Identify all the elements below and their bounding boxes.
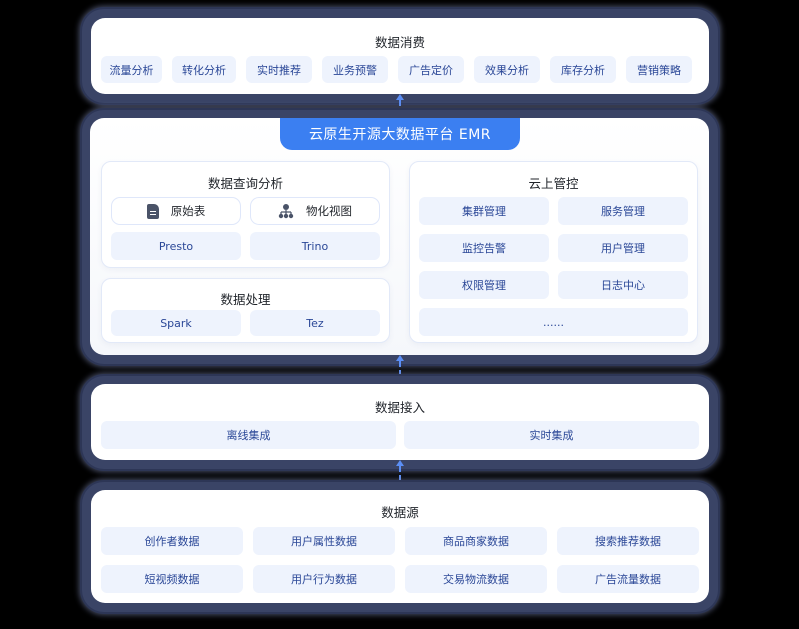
consumption-item[interactable]: 营销策略 — [626, 56, 692, 83]
engine-trino[interactable]: Trino — [250, 232, 380, 260]
cloud-management-panel: 云上管控 集群管理 服务管理 监控告警 用户管理 权限管理 日志中心 .....… — [409, 161, 698, 343]
platform-title: 云原生开源大数据平台 EMR — [280, 118, 520, 150]
cloud-item-permissions[interactable]: 权限管理 — [419, 271, 549, 299]
cloud-management-title: 云上管控 — [528, 176, 579, 191]
ingestion-item-offline[interactable]: 离线集成 — [101, 421, 396, 449]
consumption-item[interactable]: 业务预警 — [322, 56, 388, 83]
consumption-item[interactable]: 实时推荐 — [246, 56, 312, 83]
source-item[interactable]: 创作者数据 — [101, 527, 243, 555]
flow-arrow-up — [395, 355, 404, 385]
engine-tez[interactable]: Tez — [250, 310, 380, 336]
data-processing-panel: 数据处理 Spark Tez — [101, 278, 390, 343]
query-analysis-title: 数据查询分析 — [207, 176, 283, 191]
engine-spark[interactable]: Spark — [111, 310, 241, 336]
consumption-item[interactable]: 库存分析 — [550, 56, 616, 83]
engine-presto[interactable]: Presto — [111, 232, 241, 260]
sources-title: 数据源 — [381, 505, 419, 520]
source-item[interactable]: 搜索推荐数据 — [557, 527, 699, 555]
materialized-view-label: 物化视图 — [306, 204, 352, 218]
source-item[interactable]: 交易物流数据 — [405, 565, 547, 593]
hierarchy-icon — [278, 203, 294, 218]
consumption-item[interactable]: 转化分析 — [172, 56, 236, 83]
cloud-item-more[interactable]: ...... — [419, 308, 688, 336]
consumption-item[interactable]: 广告定价 — [398, 56, 464, 83]
cloud-item-monitoring[interactable]: 监控告警 — [419, 234, 549, 262]
ingestion-layer: 数据接入 离线集成 实时集成 — [91, 384, 709, 460]
flow-arrow-up — [395, 460, 404, 490]
cloud-item-cluster[interactable]: 集群管理 — [419, 197, 549, 225]
source-item[interactable]: 广告流量数据 — [557, 565, 699, 593]
cloud-item-service[interactable]: 服务管理 — [558, 197, 688, 225]
cloud-item-logs[interactable]: 日志中心 — [558, 271, 688, 299]
source-item[interactable]: 短视频数据 — [101, 565, 243, 593]
query-analysis-panel: 数据查询分析 原始表 物化视图 Presto Trino — [101, 161, 390, 268]
raw-table-button[interactable]: 原始表 — [111, 197, 241, 225]
raw-table-label: 原始表 — [170, 204, 206, 218]
data-processing-title: 数据处理 — [220, 292, 271, 307]
consumption-title: 数据消费 — [374, 35, 425, 50]
consumption-item[interactable]: 流量分析 — [101, 56, 162, 83]
ingestion-item-realtime[interactable]: 实时集成 — [404, 421, 699, 449]
document-icon — [146, 203, 159, 219]
source-item[interactable]: 用户属性数据 — [253, 527, 395, 555]
source-item[interactable]: 用户行为数据 — [253, 565, 395, 593]
ingestion-title: 数据接入 — [374, 400, 425, 415]
platform-layer: 云原生开源大数据平台 EMR 数据查询分析 原始表 物化视图 Presto Tr… — [90, 118, 709, 355]
materialized-view-button[interactable]: 物化视图 — [250, 197, 380, 225]
flow-arrow-up — [395, 94, 404, 118]
consumption-layer: 数据消费 流量分析 转化分析 实时推荐 业务预警 广告定价 效果分析 库存分析 … — [91, 18, 709, 94]
consumption-item[interactable]: 效果分析 — [474, 56, 540, 83]
cloud-item-users[interactable]: 用户管理 — [558, 234, 688, 262]
sources-layer: 数据源 创作者数据 用户属性数据 商品商家数据 搜索推荐数据 短视频数据 用户行… — [91, 490, 709, 603]
source-item[interactable]: 商品商家数据 — [405, 527, 547, 555]
